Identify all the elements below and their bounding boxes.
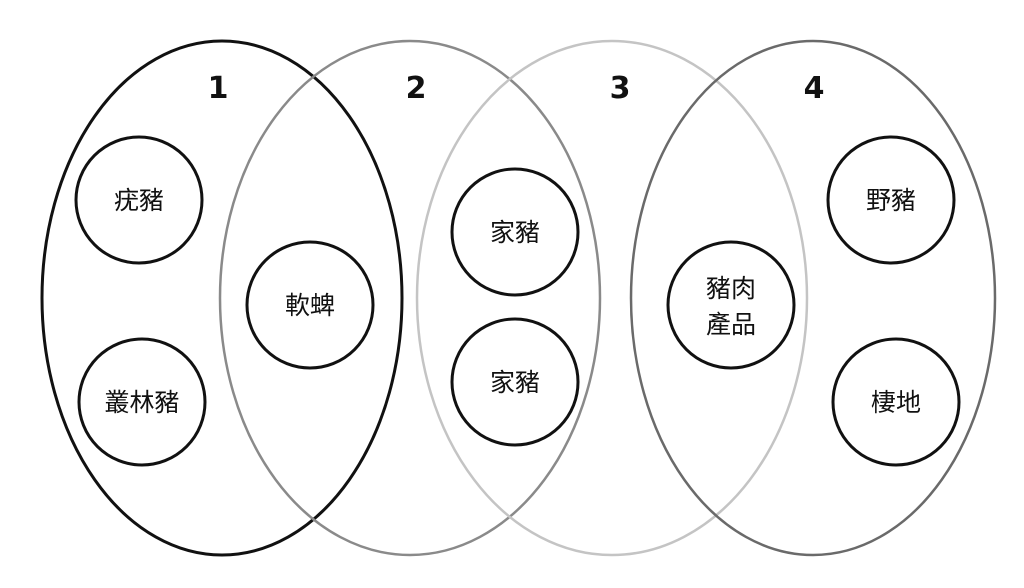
group-ellipse-4	[629, 39, 997, 557]
node-label: 軟蜱	[285, 291, 335, 320]
node-label: 叢林豬	[104, 388, 179, 417]
group-number-3: 3	[610, 71, 631, 106]
group-number-1: 1	[208, 71, 229, 106]
node-warthog: 疣豬	[74, 135, 204, 265]
group-ellipse-2	[218, 39, 602, 557]
node-domestic-pig-1: 家豬	[450, 167, 580, 297]
node-wild-boar: 野豬	[826, 135, 956, 265]
node-pork-products: 豬肉 產品	[666, 240, 796, 370]
node-label: 野豬	[866, 186, 916, 215]
node-bushpig: 叢林豬	[77, 337, 207, 467]
node-label: 棲地	[871, 388, 921, 417]
node-label: 家豬	[490, 218, 540, 247]
group-ellipse-1	[40, 39, 404, 557]
group-number-2: 2	[406, 71, 427, 106]
node-habitat: 棲地	[831, 337, 961, 467]
group-number-4: 4	[804, 71, 825, 106]
node-label-line2: 產品	[706, 310, 756, 339]
node-soft-tick: 軟蜱	[245, 240, 375, 370]
group-ellipse-3	[415, 39, 809, 557]
node-label: 家豬	[490, 368, 540, 397]
node-label: 疣豬	[114, 186, 164, 215]
node-domestic-pig-2: 家豬	[450, 317, 580, 447]
node-label-line1: 豬肉	[706, 274, 756, 303]
